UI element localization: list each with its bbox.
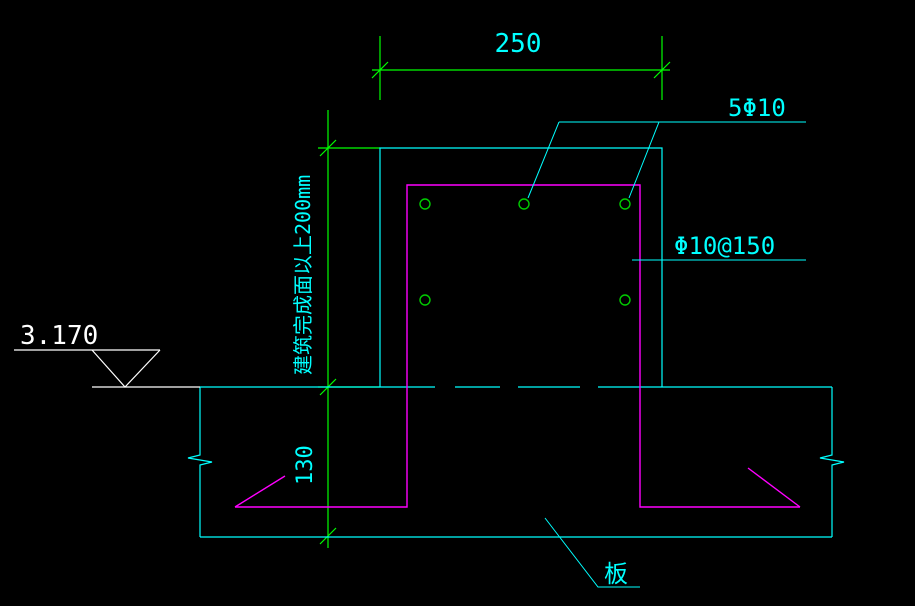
bar-section — [518, 198, 530, 210]
bar-section — [419, 294, 431, 306]
curb-outline — [379, 147, 663, 387]
stirrup-label: Φ10@150 — [674, 232, 775, 260]
elevation-marker: 3.170 — [14, 321, 200, 388]
stirrup-leader: Φ10@150 — [632, 232, 806, 261]
stirrup-rebar — [234, 184, 801, 508]
height-note-label: 建筑完成面以上200mm — [291, 175, 315, 375]
height-dimension: 建筑完成面以上200mm 130 — [291, 110, 380, 548]
top-bars-leader: 5Φ10 — [527, 94, 806, 199]
bar-section — [419, 198, 431, 210]
top-bars-label: 5Φ10 — [728, 94, 786, 122]
bar-section — [619, 198, 631, 210]
slab-label: 板 — [604, 560, 628, 588]
slab-leader: 板 — [544, 517, 640, 588]
slab-dim-label: 130 — [293, 445, 318, 485]
width-dim-label: 250 — [495, 29, 542, 59]
width-dimension: 250 — [371, 29, 671, 100]
slab-outline — [187, 386, 845, 538]
elevation-label: 3.170 — [20, 321, 98, 351]
longitudinal-bars — [419, 198, 631, 306]
bar-section — [619, 294, 631, 306]
